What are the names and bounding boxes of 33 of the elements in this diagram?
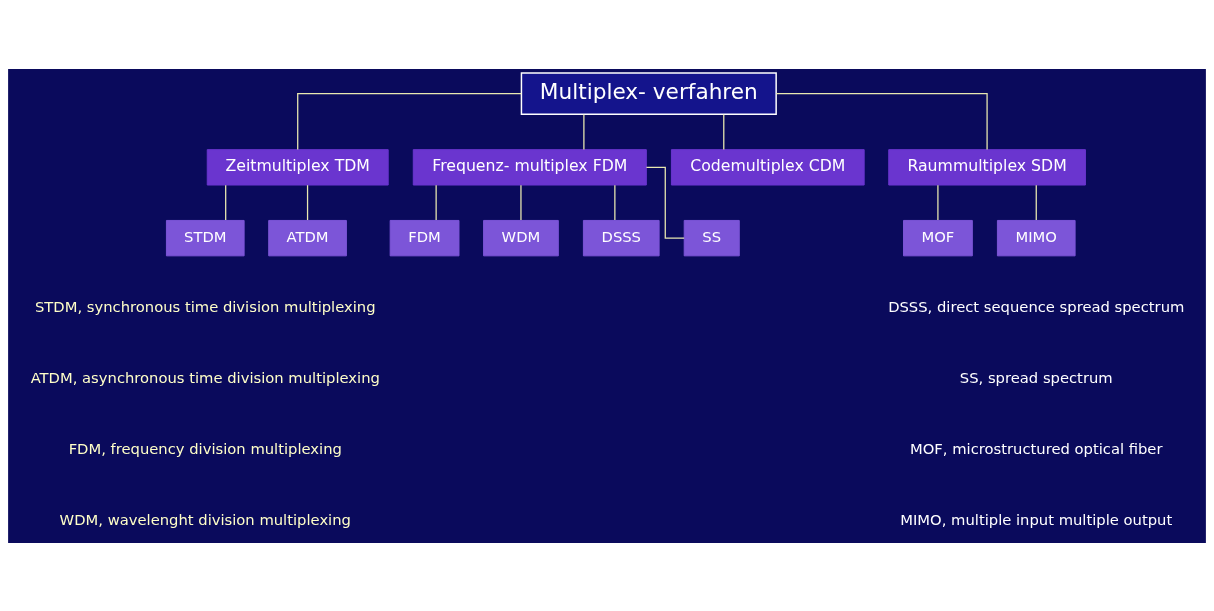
connector [723, 113, 725, 150]
connector [297, 92, 522, 150]
node-box: FDM [389, 219, 460, 256]
label: MOF, microstructured optical fiber [909, 439, 1163, 457]
connector [520, 184, 522, 221]
connector [645, 166, 685, 239]
connector [306, 184, 309, 221]
label: FDM, frequency division multiplexing [68, 439, 342, 457]
node-box: ATDM [268, 219, 347, 256]
node-box: DSSS [582, 219, 660, 256]
label: STDM, synchronous time division multiplexing [34, 297, 376, 315]
node-box: Frequenz- multiplex FDM [412, 148, 647, 186]
label: ATDM, asynchronous time division multiplexing [30, 368, 380, 386]
label: MIMO, multiple input multiple output [900, 510, 1173, 528]
connector [614, 184, 616, 221]
node-box: WDM [483, 219, 559, 256]
node-box: STDM [165, 219, 245, 256]
connector [775, 92, 988, 150]
node-box: Multiplex- verfahren [520, 71, 777, 115]
node-box: MIMO [996, 219, 1076, 256]
node-box: MOF [903, 219, 973, 256]
label: SS, spread spectrum [959, 368, 1113, 386]
label: DSSS, direct sequence spread spectrum [888, 297, 1185, 315]
connector [435, 184, 437, 221]
connector [583, 113, 585, 150]
node-box: Raummultiplex SDM [888, 148, 1086, 186]
connector [1035, 184, 1037, 221]
node-box: Codemultiplex CDM [670, 148, 865, 186]
connector [937, 184, 939, 221]
label: WDM, wavelenght division multiplexing [59, 510, 351, 528]
connector [225, 184, 227, 221]
node-box: SS [683, 219, 740, 256]
node-box: Zeitmultiplex TDM [206, 148, 389, 186]
